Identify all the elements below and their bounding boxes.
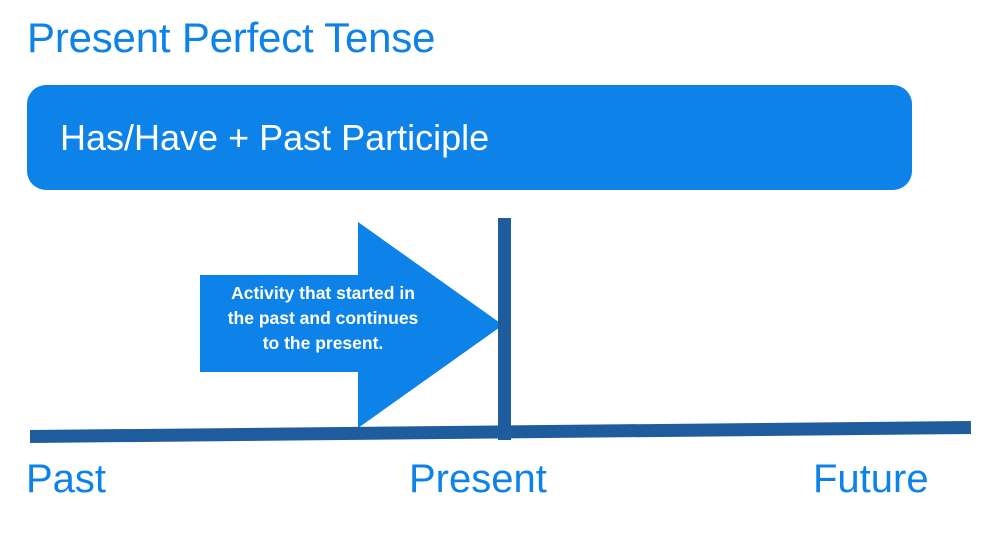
page-title: Present Perfect Tense <box>27 14 436 61</box>
timeline-label-future: Future <box>813 457 929 501</box>
timeline-label-present: Present <box>409 457 547 501</box>
arrow-label: Activity that started in the past and co… <box>227 283 419 353</box>
timeline-label-past: Past <box>26 457 107 501</box>
formula-box: Has/Have + Past Participle <box>27 85 912 190</box>
present-marker-tick <box>498 218 511 440</box>
formula-text: Has/Have + Past Participle <box>60 116 490 158</box>
